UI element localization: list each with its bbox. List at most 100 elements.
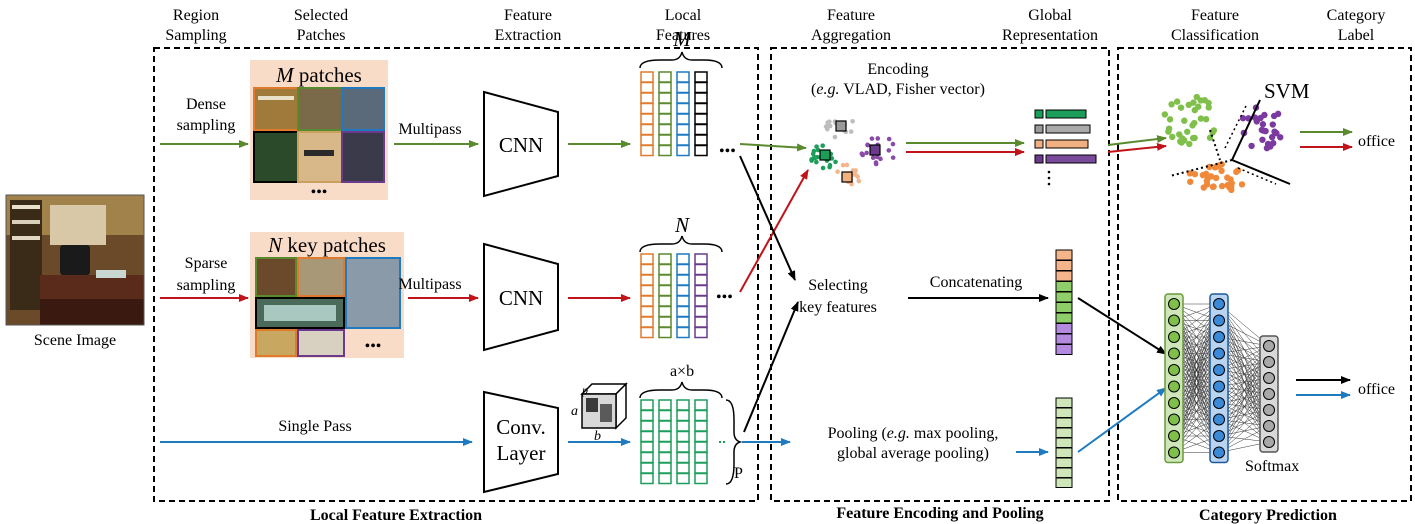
feature-cell	[640, 451, 654, 464]
feature-cell	[640, 144, 654, 157]
sparse-sampling-label-2: sampling	[177, 277, 236, 294]
nn-neuron	[1168, 314, 1180, 327]
svm-dot	[1270, 112, 1278, 120]
encoding-dot	[859, 151, 865, 156]
feature-cell	[658, 462, 672, 474]
dense-sampling-label-1: Dense	[186, 96, 226, 113]
header-selected-patches-2: Patches	[297, 27, 346, 44]
encoding-dot	[878, 156, 883, 162]
svm-dot	[1210, 183, 1217, 190]
feature-cell	[694, 462, 708, 474]
svm-dot	[1191, 119, 1198, 127]
conv-layer-block	[483, 390, 559, 494]
svm-dot	[1169, 133, 1176, 141]
pool-to-nn-arrow	[1077, 387, 1167, 453]
svm-dot	[1203, 181, 1211, 188]
sparse-sampling-label-1: Sparse	[185, 255, 228, 272]
multipass-label-top: Multipass	[398, 121, 461, 138]
concat-cell	[1055, 291, 1073, 303]
feature-cell	[658, 253, 672, 265]
encoding-dot	[873, 161, 879, 167]
scene-image-label: Scene Image	[34, 332, 116, 349]
encoding-label-2: (e.g. VLAD, Fisher vector)	[811, 81, 985, 98]
feature-cell	[694, 305, 708, 318]
cnn-label-mid: CNN	[499, 286, 543, 310]
m-patches-ellipsis: •••	[311, 184, 328, 201]
encoding-dot	[848, 129, 854, 134]
nn-neuron	[1168, 380, 1180, 393]
feature-cell	[640, 409, 654, 422]
concat-cell	[1055, 333, 1073, 345]
feature-cell	[676, 134, 690, 146]
svm-dot	[1177, 104, 1185, 111]
pool-cell	[1055, 457, 1073, 468]
category-label-top: office	[1358, 133, 1395, 150]
svm-dot	[1218, 182, 1226, 190]
cube-dim-a: a	[571, 404, 578, 419]
section-title-encoding: Feature Encoding and Pooling	[836, 505, 1043, 522]
nn-neuron	[1213, 298, 1225, 310]
feature-cell	[658, 113, 672, 125]
encoding-label-1: Encoding	[867, 61, 928, 78]
svm-boundary-1	[1231, 99, 1261, 161]
encoding-dot	[820, 165, 826, 171]
cube-dim-p: p	[581, 383, 588, 397]
dense-sampling-label-2: sampling	[177, 117, 236, 134]
svm-dot	[1213, 163, 1220, 170]
nn-neuron	[1263, 404, 1275, 416]
feature-cell	[658, 92, 672, 104]
header-feature-extraction-1: Feature	[504, 7, 552, 24]
header-region-sampling-2: Sampling	[165, 27, 226, 44]
concat-cell	[1055, 302, 1073, 313]
feature-cell	[694, 472, 708, 485]
global-representation-vector	[1034, 109, 1097, 186]
svm-dot	[1261, 111, 1268, 119]
svm-dot	[1259, 121, 1267, 128]
svm-dot	[1197, 115, 1205, 122]
category-prediction-section-box	[1117, 47, 1412, 502]
feature-cell	[658, 451, 672, 464]
header-local-features-1: Local	[665, 7, 702, 24]
local-features-n: N	[674, 213, 690, 237]
features-to-selecting-bottom	[743, 301, 799, 433]
brace-n	[639, 235, 723, 253]
svm-dot	[1165, 128, 1172, 135]
concat-cell	[1055, 260, 1073, 271]
encoding-dot	[814, 159, 819, 165]
feature-cell	[676, 462, 690, 474]
local-features-ellipsis-mid: •••	[716, 289, 733, 306]
svm-dot	[1218, 161, 1225, 168]
feature-cell	[640, 274, 654, 286]
feature-cell	[694, 430, 708, 443]
feature-cell	[658, 399, 672, 411]
svm-dot	[1161, 111, 1169, 118]
svm-dot	[1197, 97, 1204, 104]
feature-cell	[676, 399, 690, 411]
svm-dot	[1248, 142, 1255, 150]
svm-dot	[1191, 106, 1199, 114]
encoding-pooling-section-box	[770, 47, 1110, 502]
concat-cell	[1055, 281, 1073, 292]
encoding-dot	[825, 126, 830, 132]
feature-cell	[676, 316, 690, 328]
header-local-features-2: Features	[656, 27, 710, 44]
feature-cell	[694, 113, 708, 125]
softmax-label: Softmax	[1245, 458, 1299, 475]
global-to-svm-red	[1107, 142, 1167, 153]
feature-cell	[694, 92, 708, 104]
feature-cell	[640, 295, 654, 307]
feature-cell	[640, 253, 654, 265]
feature-cell	[676, 263, 690, 276]
nn-neuron	[1213, 331, 1225, 343]
nn-neuron	[1263, 356, 1275, 368]
svm-dot	[1212, 174, 1220, 182]
nn-neuron	[1213, 347, 1225, 360]
concat-cell	[1055, 323, 1073, 334]
encoding-dot	[820, 143, 826, 148]
encoding-dot	[856, 178, 862, 184]
pooling-label-1: Pooling (e.g. max pooling,	[828, 425, 999, 442]
concatenating-label: Concatenating	[930, 274, 1022, 291]
feature-cell	[676, 71, 690, 83]
feature-cell	[640, 305, 654, 318]
pool-cell	[1055, 477, 1073, 488]
